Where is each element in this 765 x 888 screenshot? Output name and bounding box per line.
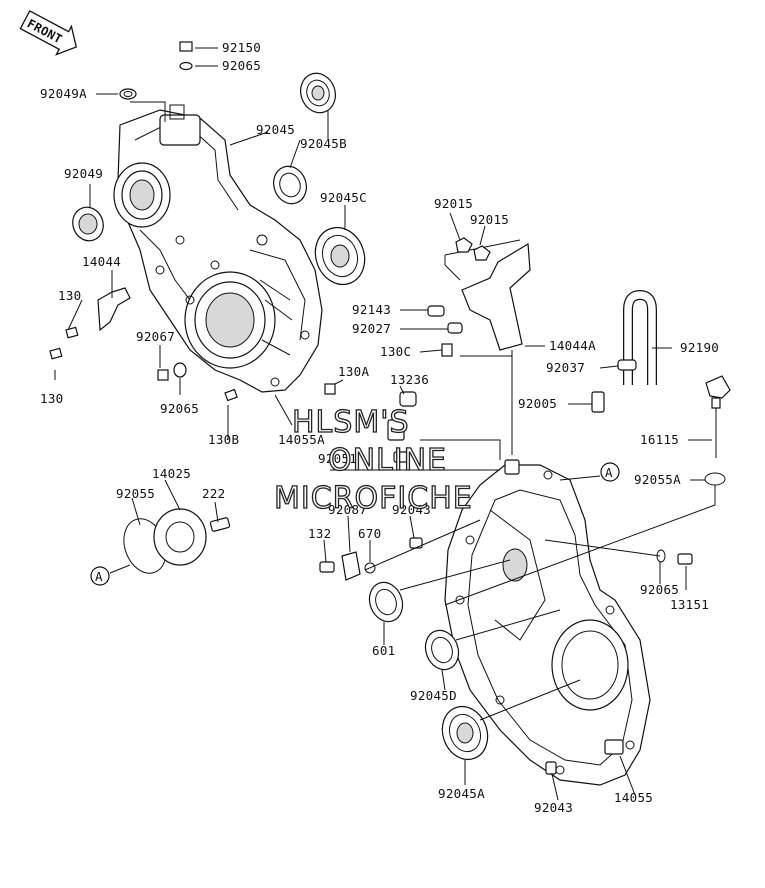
bearing-92045a-drawing <box>441 705 489 761</box>
label-16115: 16115 <box>640 432 679 447</box>
label-670: 670 <box>358 526 381 541</box>
bolt-92150-drawing <box>179 41 193 71</box>
part-labels: 92150 92065 92049A 92045 92045B 92049 92… <box>40 40 719 815</box>
leader-lines <box>54 47 716 801</box>
watermark: HLSM'S ONLINE MICROFICHE <box>273 404 473 516</box>
label-92045b: 92045B <box>300 136 347 151</box>
label-222: 222 <box>202 486 225 501</box>
label-92190: 92190 <box>680 340 719 355</box>
dipstick-16115-drawing <box>704 375 731 486</box>
label-14055a: 14055A <box>278 432 325 447</box>
seal-92049a-drawing <box>119 88 137 100</box>
misc-small-parts-drawing <box>319 391 693 775</box>
bearing-92045d-drawing <box>424 629 460 671</box>
label-92055a: 92055A <box>634 472 681 487</box>
oil-seal-92049-drawing <box>72 206 104 242</box>
label-14044: 14044 <box>82 254 121 269</box>
label-92015-a: 92015 <box>434 196 473 211</box>
label-92037: 92037 <box>546 360 585 375</box>
label-92043-bot: 92043 <box>534 800 573 815</box>
label-92045a: 92045A <box>438 786 485 801</box>
label-92027: 92027 <box>352 321 391 336</box>
callout-a-left: A <box>90 566 110 586</box>
label-13151: 13151 <box>670 597 709 612</box>
label-130c: 130C <box>380 344 411 359</box>
cover-14055-drawing <box>444 459 651 786</box>
label-13236: 13236 <box>390 372 429 387</box>
label-601: 601 <box>372 643 395 658</box>
callout-a-right: A <box>600 462 620 482</box>
watermark-line-1: HLSM'S <box>292 405 410 440</box>
bearing-92045-drawing <box>273 165 307 205</box>
label-92045d: 92045D <box>410 688 457 703</box>
label-92065-mid: 92065 <box>160 401 199 416</box>
label-130-a: 130 <box>58 288 81 303</box>
label-130-b: 130 <box>40 391 63 406</box>
label-130b: 130B <box>208 432 239 447</box>
front-arrow-icon: FRONT <box>19 10 78 56</box>
bracket-14044-drawing <box>49 287 131 360</box>
label-92150: 92150 <box>222 40 261 55</box>
label-92051: 92051 <box>318 451 357 466</box>
label-130a: 130A <box>338 364 369 379</box>
label-92087: 92087 <box>328 502 367 517</box>
bearing-92045c-drawing <box>314 226 366 286</box>
label-132: 132 <box>308 526 331 541</box>
cover-14025-drawing <box>123 508 231 574</box>
label-92065-top: 92065 <box>222 58 261 73</box>
bracket-14044a-drawing <box>427 237 531 455</box>
watermark-line-3: MICROFICHE <box>274 481 473 516</box>
bolts-92067-130b-drawing <box>157 362 336 402</box>
label-92015-b: 92015 <box>470 212 509 227</box>
label-92065-right: 92065 <box>640 582 679 597</box>
bearing-92045b-drawing <box>300 72 336 114</box>
label-92049a: 92049A <box>40 86 87 101</box>
label-14055: 14055 <box>614 790 653 805</box>
callout-a-left-text: A <box>95 569 103 584</box>
label-14044a: 14044A <box>549 338 596 353</box>
label-92045c: 92045C <box>320 190 367 205</box>
label-92045: 92045 <box>256 122 295 137</box>
watermark-line-2: ONLINE <box>328 443 447 478</box>
label-92005: 92005 <box>518 396 557 411</box>
label-92055: 92055 <box>116 486 155 501</box>
hose-92190-drawing <box>591 289 657 413</box>
label-14025: 14025 <box>152 466 191 481</box>
callout-a-right-text: A <box>605 465 613 480</box>
label-92043-mid: 92043 <box>392 502 431 517</box>
bearing-601-drawing <box>368 581 404 623</box>
label-92049: 92049 <box>64 166 103 181</box>
label-92067: 92067 <box>136 329 175 344</box>
transmission-case-14055a-drawing <box>113 104 323 393</box>
label-92143: 92143 <box>352 302 391 317</box>
